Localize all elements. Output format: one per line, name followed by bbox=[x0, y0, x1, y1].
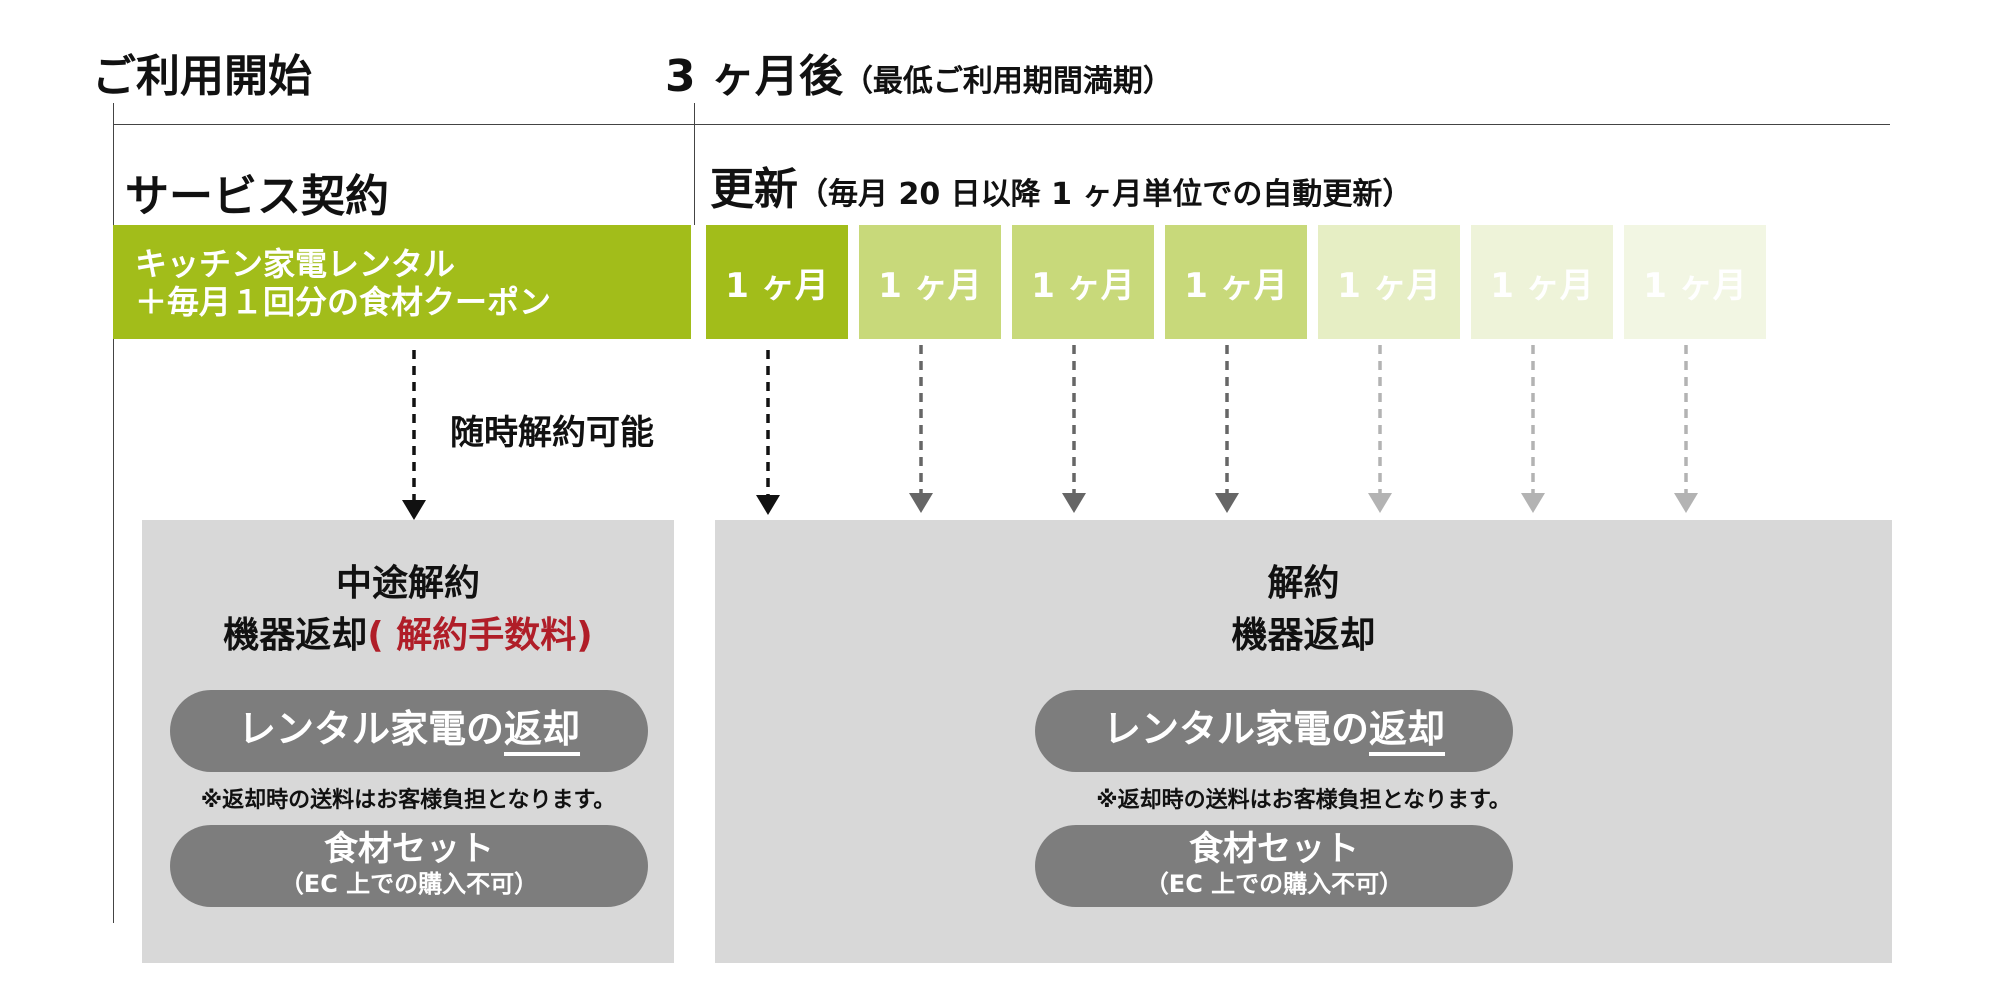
rental-return-underlined-right: 返却 bbox=[1369, 707, 1446, 751]
minimum-period-note: （最低ご利用期間満期） bbox=[842, 64, 1173, 99]
equipment-return-title: 機器返却( 解約手数料) bbox=[142, 610, 674, 662]
food-set-pill: 食材セット （EC 上での購入不可） bbox=[170, 825, 648, 907]
cancellation-fee-label: ( 解約手数料) bbox=[367, 615, 593, 656]
three-months-label: 3 ヶ月後（最低ご利用期間満期） bbox=[665, 40, 1173, 104]
food-set-note: （EC 上での購入不可） bbox=[279, 870, 539, 898]
cancellation-title: 解約 bbox=[1267, 563, 1340, 604]
cancellation-panel: 解約 機器返却 レンタル家電の返却 ※返却時の送料はお客様負担となります。 食材… bbox=[715, 520, 1892, 963]
arrow-month-1 bbox=[756, 350, 780, 515]
arrow-month-5 bbox=[1368, 345, 1392, 513]
contract-bar-line1: キッチン家電レンタル bbox=[135, 245, 456, 283]
contract-bar: キッチン家電レンタル ＋毎月１回分の食材クーポン bbox=[113, 225, 691, 339]
rental-return-text: レンタル家電の bbox=[237, 707, 504, 751]
month-block-5: 1 ヶ月 bbox=[1318, 225, 1460, 339]
timeline-start-line bbox=[113, 103, 114, 923]
rental-return-underlined: 返却 bbox=[504, 707, 581, 751]
start-of-use-label: ご利用開始 bbox=[92, 51, 312, 102]
month-block-4: 1 ヶ月 bbox=[1165, 225, 1307, 339]
contract-bar-line2: ＋毎月１回分の食材クーポン bbox=[135, 283, 552, 321]
month-block-3: 1 ヶ月 bbox=[1012, 225, 1154, 339]
rental-return-text-right: レンタル家電の bbox=[1102, 707, 1369, 751]
arrow-month-6 bbox=[1521, 345, 1545, 513]
arrow-cancel-anytime bbox=[402, 350, 426, 520]
arrow-month-2 bbox=[909, 345, 933, 513]
food-set-note-right: （EC 上での購入不可） bbox=[1144, 870, 1404, 898]
arrow-month-4 bbox=[1215, 345, 1239, 513]
early-cancellation-panel: 中途解約 機器返却( 解約手数料) レンタル家電の返却 ※返却時の送料はお客様負… bbox=[142, 520, 674, 963]
renewal-note: （毎月 20 日以降 1 ヶ月単位での自動更新） bbox=[798, 177, 1413, 212]
service-contract-title: サービス契約 bbox=[125, 171, 389, 222]
food-set-title-right: 食材セット bbox=[1189, 829, 1359, 869]
shipping-note: ※返却時の送料はお客様負担となります。 bbox=[200, 788, 616, 813]
food-set-pill-right: 食材セット （EC 上での購入不可） bbox=[1035, 825, 1513, 907]
renewal-title: 更新（毎月 20 日以降 1 ヶ月単位での自動更新） bbox=[710, 153, 1412, 217]
three-months-text: 3 ヶ月後 bbox=[665, 51, 843, 102]
month-block-7: 1 ヶ月 bbox=[1624, 225, 1766, 339]
shipping-note-right: ※返却時の送料はお客様負担となります。 bbox=[1096, 788, 1511, 813]
rental-return-pill: レンタル家電の返却 bbox=[170, 690, 648, 772]
arrow-month-7 bbox=[1674, 345, 1698, 513]
rental-return-pill-right: レンタル家電の返却 bbox=[1035, 690, 1513, 772]
cancel-anytime-label: 随時解約可能 bbox=[450, 413, 654, 453]
equipment-return-text: 機器返却 bbox=[223, 615, 368, 656]
month-block-1: 1 ヶ月 bbox=[706, 225, 848, 339]
food-set-title: 食材セット bbox=[324, 829, 494, 869]
renewal-text: 更新 bbox=[710, 164, 798, 215]
equipment-return-title-right: 機器返却 bbox=[1231, 615, 1376, 656]
early-cancellation-title: 中途解約 bbox=[335, 563, 480, 604]
month-block-2: 1 ヶ月 bbox=[859, 225, 1001, 339]
timeline-three-month-line bbox=[694, 103, 695, 225]
month-block-6: 1 ヶ月 bbox=[1471, 225, 1613, 339]
arrow-month-3 bbox=[1062, 345, 1086, 513]
timeline-horizontal-line bbox=[113, 124, 1890, 125]
